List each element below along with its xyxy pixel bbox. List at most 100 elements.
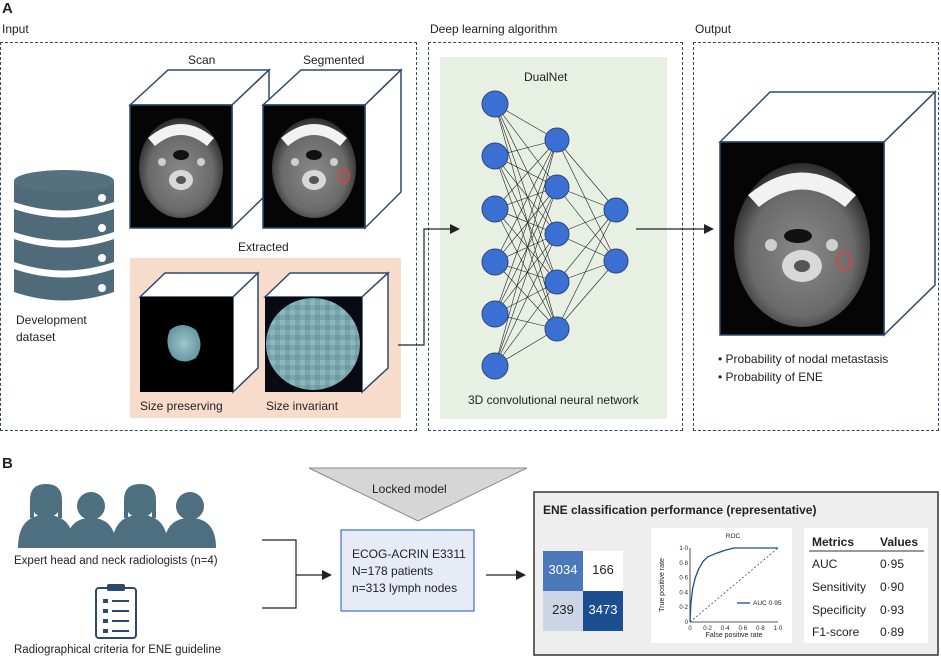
output-bullet-metastasis-text: Probability of nodal metastasis	[725, 352, 889, 366]
panel-a-letter: A	[2, 0, 13, 17]
network-connection	[494, 139, 558, 315]
roc-y-tick: 0	[685, 620, 689, 626]
metrics-panel	[804, 528, 928, 643]
roc-y-tick: 1·0	[679, 546, 688, 552]
network-node	[603, 248, 629, 274]
radiologists-icon	[18, 484, 216, 548]
panel-b-letter: B	[2, 455, 13, 472]
network-connection	[494, 208, 558, 330]
network-node	[544, 174, 570, 200]
network-connection	[556, 209, 617, 283]
roc-panel	[651, 528, 792, 643]
input-section	[0, 42, 417, 431]
segmented-cube	[261, 68, 403, 230]
performance-arrowhead	[516, 570, 526, 580]
cm-true-positive: 3034	[548, 562, 578, 577]
output-bullet-ene-text: Probability of ENE	[725, 370, 823, 384]
metric-value-specificity: 0·93	[880, 603, 905, 617]
output-bullet-metastasis: • Probability of nodal metastasis	[718, 352, 889, 366]
network-node	[481, 90, 509, 118]
roc-chart: 000·20·20·40·40·60·60·80·81·01·0ROCFalse…	[659, 533, 783, 639]
segmented-label: Segmented	[303, 53, 365, 67]
output-bullet-ene: • Probability of ENE	[718, 370, 823, 384]
roc-x-tick: 0·2	[703, 626, 712, 632]
network-connection	[556, 139, 617, 262]
network-connection	[494, 155, 558, 330]
trial-name: ECOG-ACRIN E3311	[352, 547, 466, 561]
network-connection	[556, 209, 617, 330]
roc-y-tick: 0·2	[679, 605, 688, 611]
network-connection	[494, 139, 558, 263]
network-node	[481, 248, 509, 276]
trial-lymph-nodes: n=313 lymph nodes	[352, 581, 458, 595]
metric-name-f1: F1-score	[812, 625, 860, 639]
network-connection	[494, 139, 558, 210]
roc-x-label: False positive rate	[706, 632, 763, 639]
network-connection	[556, 139, 617, 211]
network-node	[481, 142, 509, 170]
database-icon	[14, 170, 114, 301]
roc-x-tick: 0·6	[738, 626, 747, 632]
size-preserving-label: Size preserving	[140, 399, 223, 413]
trial-box	[340, 529, 475, 612]
network-connection	[494, 261, 558, 330]
size-invariant-label: Size invariant	[266, 399, 339, 413]
metric-value-f1: 0·89	[880, 625, 905, 639]
performance-title: ENE classification performance (represen…	[543, 503, 817, 517]
database-label-line1: Development	[16, 313, 87, 327]
roc-x-tick: 0	[688, 626, 692, 632]
network-connection	[494, 155, 558, 283]
database-label-line2: dataset	[16, 330, 56, 344]
network-connection	[494, 186, 558, 367]
network-connection	[494, 103, 558, 283]
network-connection	[556, 186, 617, 262]
trial-arrowhead	[322, 570, 332, 580]
network-node	[544, 269, 570, 295]
network-connection	[494, 103, 558, 188]
metric-name-auc: AUC	[812, 557, 838, 571]
roc-chance-line	[689, 547, 779, 623]
dualnet-label: DualNet	[524, 70, 568, 84]
output-section	[693, 42, 939, 431]
network-node	[603, 197, 629, 223]
input-title: Input	[2, 22, 29, 36]
network-node	[544, 221, 570, 247]
extracted-label: Extracted	[238, 240, 289, 254]
criteria-label: Radiographical criteria for ENE guidelin…	[14, 644, 222, 656]
roc-y-tick: 0·4	[679, 590, 688, 596]
network-connection	[494, 103, 558, 330]
roc-title: ROC	[726, 533, 741, 540]
roc-y-tick: 0·6	[679, 576, 688, 582]
scan-label: Scan	[188, 53, 216, 67]
network-connection	[494, 186, 558, 315]
network-nodes	[481, 90, 629, 380]
metric-name-specificity: Specificity	[812, 603, 867, 617]
radiologists-label: Expert head and neck radiologists (n=4)	[14, 555, 218, 567]
deep-learning-section	[428, 42, 683, 431]
network-node	[481, 300, 509, 328]
guideline-checklist-icon	[95, 584, 137, 639]
network-connection	[556, 260, 617, 330]
scan-cube	[128, 68, 271, 230]
network-connection	[494, 233, 558, 315]
output-title: Output	[695, 22, 732, 36]
roc-curve	[689, 547, 778, 623]
roc-x-tick: 0·8	[756, 626, 765, 632]
input-to-network-arrow	[398, 224, 460, 346]
confusion-matrix	[543, 551, 623, 631]
network-connection	[494, 155, 558, 235]
metrics-header-value: Values	[880, 535, 919, 549]
metric-value-sensitivity: 0·90	[880, 580, 905, 594]
output-cube	[718, 90, 937, 337]
network-node	[544, 316, 570, 342]
roc-legend-label: AUC 0·95	[753, 600, 782, 607]
size-preserving-cube	[138, 271, 260, 394]
size-invariant-cube	[263, 271, 390, 394]
network-connection	[494, 103, 558, 235]
network-to-output-arrow	[636, 224, 714, 234]
cm-true-negative: 3473	[588, 602, 618, 617]
cnn-label: 3D convolutional neural network	[468, 393, 639, 407]
network-node	[544, 127, 570, 153]
